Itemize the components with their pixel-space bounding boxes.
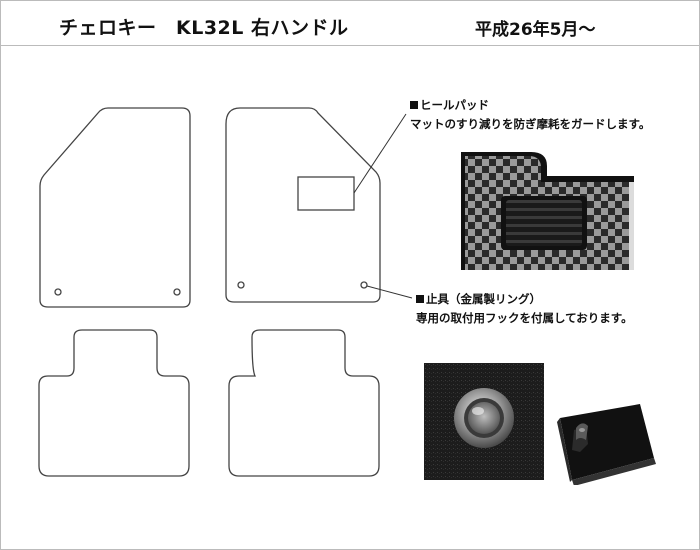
- heel-pad-outline: [297, 176, 355, 211]
- grommet: [360, 281, 368, 289]
- hook-photo: [552, 400, 662, 485]
- grommet: [54, 288, 62, 296]
- heel-pad-photo: [461, 152, 634, 270]
- bullet-square-icon: [416, 295, 424, 303]
- stopper-leader: [366, 285, 413, 299]
- rear-left-mat: [38, 329, 190, 477]
- front-left-mat: [39, 107, 191, 308]
- heel-pad-description: マットのすり減りを防ぎ摩耗をガードします。: [410, 117, 651, 131]
- rear-right-mat: [228, 329, 380, 477]
- grommet: [173, 288, 181, 296]
- heel-pad-heading: ヒールパッド: [420, 98, 489, 112]
- stopper-note: 止具（金属製リング） 専用の取付用フックを付属しております。: [416, 290, 633, 328]
- model-year: 平成26年5月～: [475, 20, 596, 40]
- heel-pad-note: ヒールパッド マットのすり減りを防ぎ摩耗をガードします。: [410, 96, 650, 134]
- stopper-heading: 止具（金属製リング）: [426, 292, 541, 306]
- bullet-square-icon: [410, 101, 418, 109]
- header-bar: チェロキー KL32L 右ハンドル 平成26年5月～: [1, 1, 699, 46]
- front-right-mat: [225, 107, 381, 303]
- grommet: [237, 281, 245, 289]
- stopper-ring-photo: [424, 363, 544, 480]
- stopper-description: 専用の取付用フックを付属しております。: [416, 311, 633, 325]
- heel-pad-leader: [353, 113, 407, 194]
- page-title: チェロキー KL32L 右ハンドル: [59, 17, 349, 39]
